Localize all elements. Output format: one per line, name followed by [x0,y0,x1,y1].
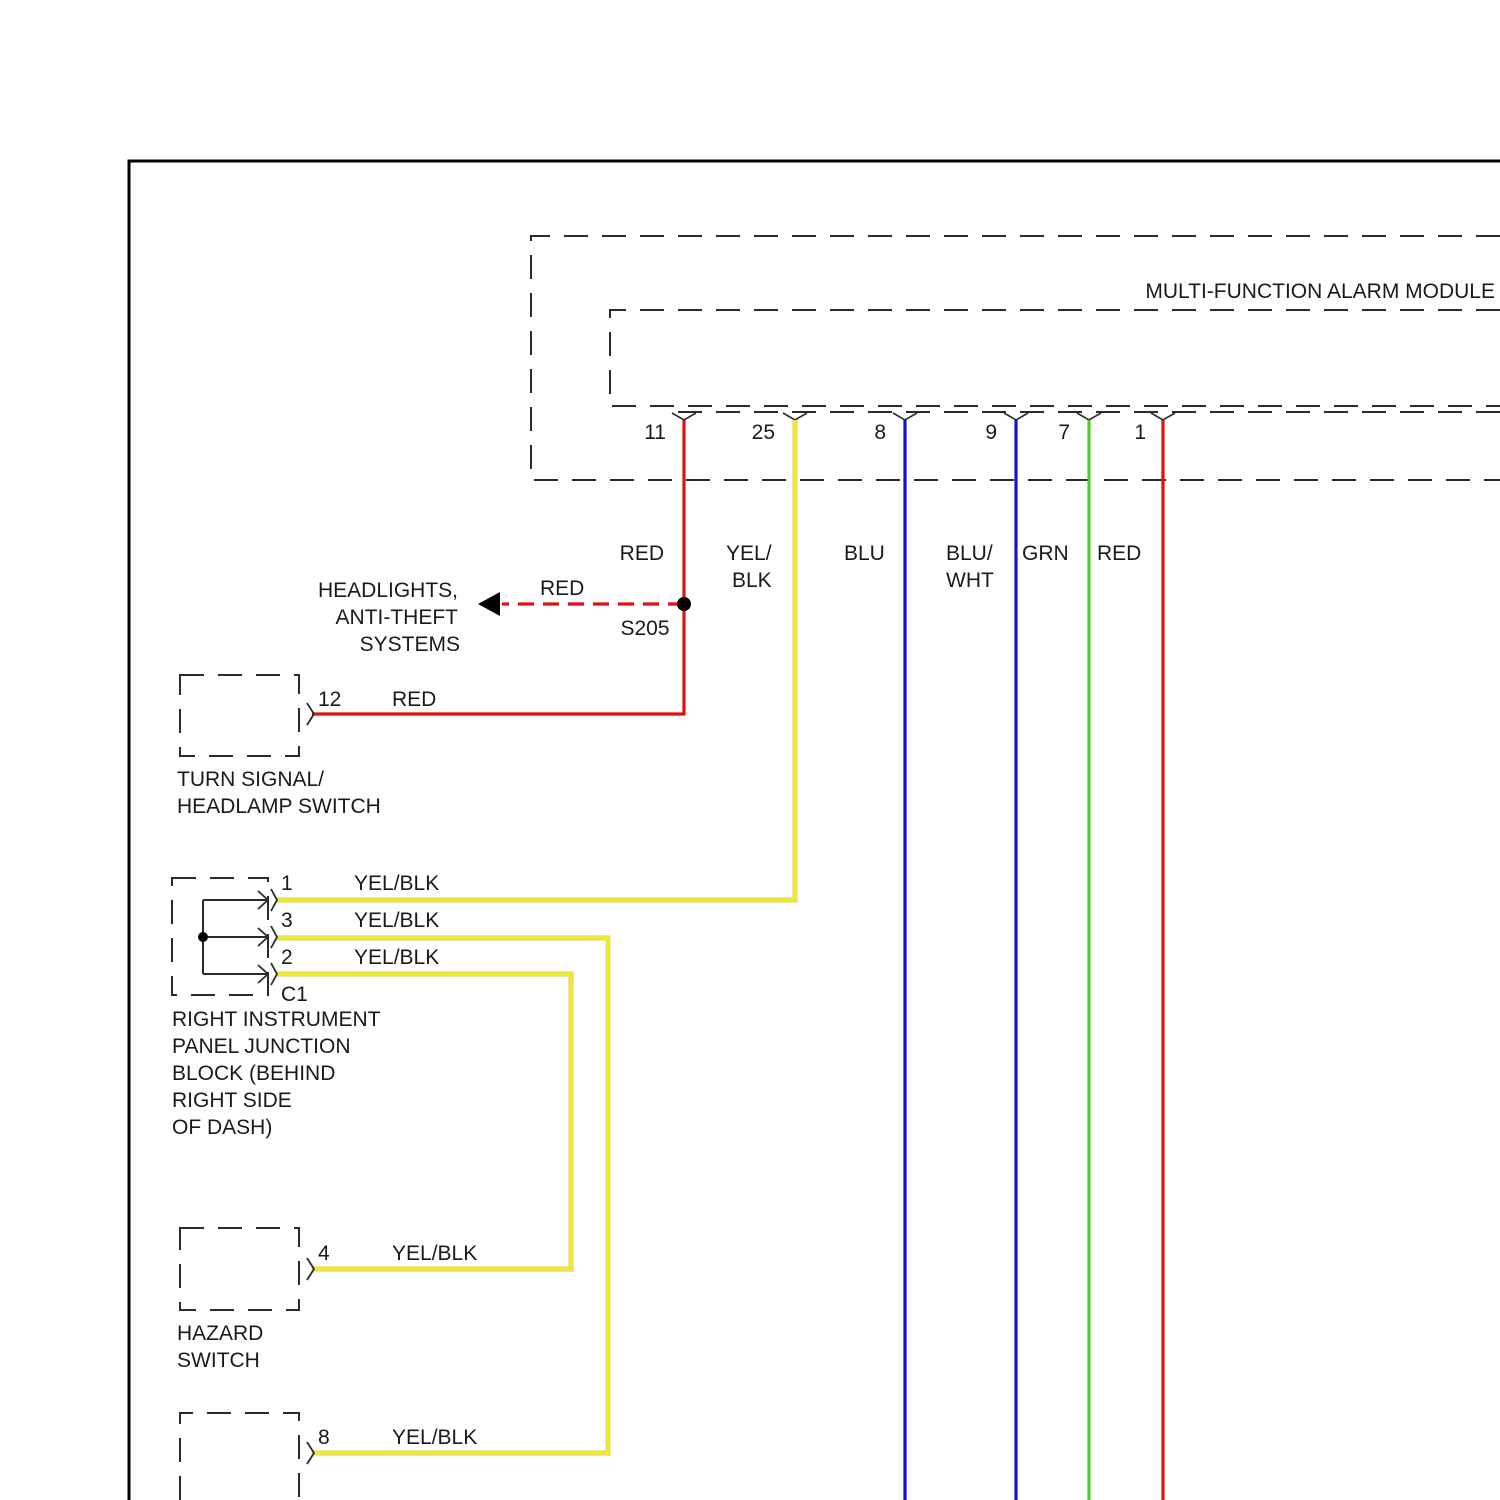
turn-signal-switch-box [180,675,299,756]
wire-red-pin-11 [312,420,684,714]
wire-color-labels: RED YEL/ BLK BLU BLU/ WHT GRN RED RED RE… [354,542,1141,1449]
bottom-connector-mark [307,1442,314,1464]
pin-number-1: 1 [1134,421,1146,444]
pin-marker-9 [1004,413,1028,420]
turn-signal-label-1: TURN SIGNAL/ [177,768,324,791]
pin-number-7: 7 [1058,421,1070,444]
label-jb3: YEL/BLK [354,909,439,932]
pin-marker-8 [893,413,917,420]
label-w9-line2: WHT [946,569,994,592]
pin-number-8: 8 [874,421,886,444]
label-w25-line1: YEL/ [726,542,772,565]
diagram-frame [129,161,1500,1500]
bottom-pin: 8 [318,1426,330,1449]
label-w9-line1: BLU/ [946,542,993,565]
splice-id: S205 [620,617,669,640]
hazard-pin: 4 [318,1242,330,1265]
destination-line-2: ANTI-THEFT [336,606,459,629]
jb-label-3: BLOCK (BEHIND [172,1062,335,1085]
pin-marker-1 [1151,413,1175,420]
jb-connector-1 [271,889,277,911]
jb-label-1: RIGHT INSTRUMENT [172,1008,381,1031]
pin-marker-7 [1077,413,1101,420]
jb-connector-3 [271,926,277,948]
turn-signal-label-2: HEADLAMP SWITCH [177,795,381,818]
wire-yel-blk-pin-25 [276,420,795,900]
turn-signal-connector-mark [307,703,314,725]
hazard-switch: 4 HAZARD SWITCH [177,1228,330,1372]
jb-connector-2 [271,963,277,985]
jb-label-4: RIGHT SIDE [172,1089,292,1112]
pin-number-25: 25 [752,421,775,444]
hazard-switch-box [180,1228,299,1310]
module-pin-markers [672,413,1175,420]
label-bottom: YEL/BLK [392,1426,477,1449]
hazard-label-2: SWITCH [177,1349,260,1372]
jb-pin-3: 3 [281,909,293,932]
label-w1: RED [1097,542,1141,565]
bottom-component: 8 [180,1413,330,1500]
pin-number-9: 9 [985,421,997,444]
module-title: MULTI-FUNCTION ALARM MODULE [1145,280,1495,303]
label-jb2: YEL/BLK [354,946,439,969]
label-w11: RED [620,542,664,565]
module-inner-box [610,310,1500,406]
label-branch: RED [540,577,584,600]
label-jb1: YEL/BLK [354,872,439,895]
destination-line-1: HEADLIGHTS, [318,579,458,602]
junction-internal-dot [198,932,208,942]
pin-number-11: 11 [644,421,666,444]
destination-line-3: SYSTEMS [360,633,460,656]
jb-label-5: OF DASH) [172,1116,272,1139]
splice-s205: S205 HEADLIGHTS, ANTI-THEFT SYSTEMS [318,579,691,656]
jb-label-2: PANEL JUNCTION [172,1035,351,1058]
label-w7: GRN [1022,542,1069,565]
junction-block: 1 3 2 C1 RIGHT INSTRUMENT PANEL JUNCTION… [172,872,381,1139]
jb-connector-id: C1 [281,983,308,1006]
label-hazard: YEL/BLK [392,1242,477,1265]
jb-pin-1: 1 [281,872,293,895]
turn-signal-headlamp-switch: 12 TURN SIGNAL/ HEADLAMP SWITCH [177,675,381,818]
bottom-component-box [180,1413,299,1500]
module-pin-numbers: 11 25 8 9 7 1 [644,421,1146,444]
pin-marker-25 [783,413,807,420]
jb-pin-2: 2 [281,946,293,969]
label-w8: BLU [844,542,885,565]
splice-dot [677,597,691,611]
branch-arrow [478,592,500,616]
wire-yel-pin-25-outline [276,420,795,900]
hazard-connector-mark [307,1258,314,1280]
label-turn-signal: RED [392,688,436,711]
turn-signal-pin: 12 [318,688,341,711]
pin-marker-11 [672,413,696,420]
hazard-label-1: HAZARD [177,1322,263,1345]
label-w25-line2: BLK [732,569,772,592]
